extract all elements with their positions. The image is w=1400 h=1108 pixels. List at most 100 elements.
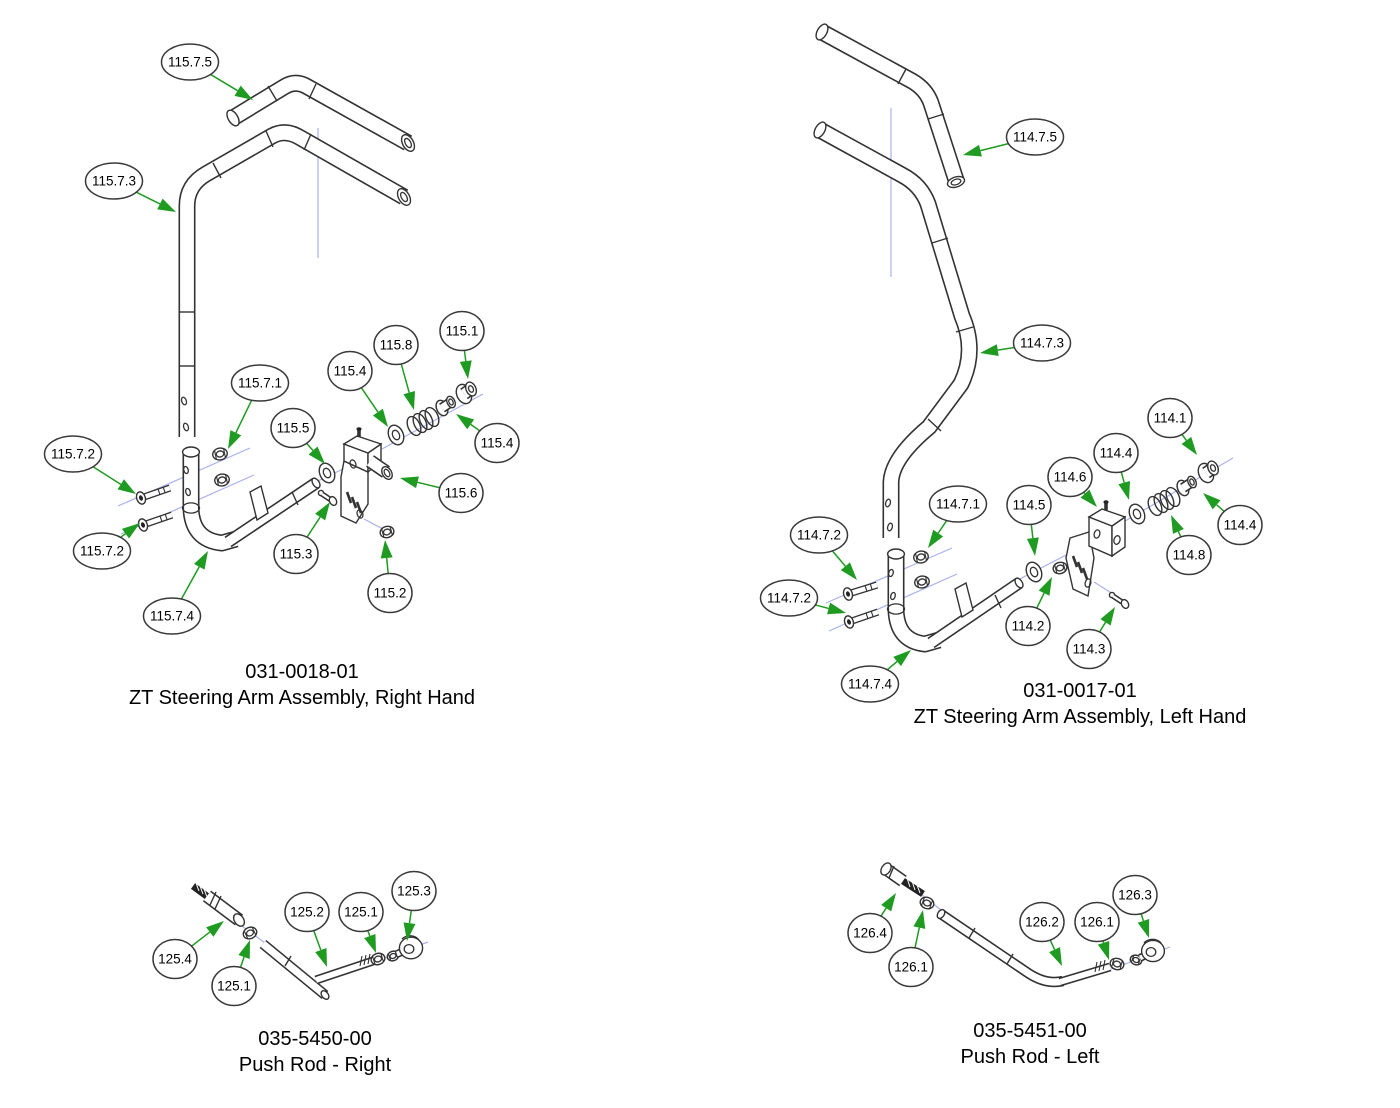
leader-arrow	[360, 387, 379, 413]
callout-bubble	[888, 946, 934, 988]
compression-spring	[1147, 486, 1181, 517]
lock-nut	[379, 525, 395, 539]
callout-label: 114.7.4	[848, 677, 893, 692]
callout-bubble	[1217, 504, 1263, 546]
leader-arrow	[92, 466, 122, 485]
callout-115.7.5: 115.7.5	[160, 43, 253, 100]
part-title: ZT Steering Arm Assembly, Left Hand	[913, 706, 1247, 728]
arrowhead-icon	[881, 893, 896, 912]
steering-arm-left-drawing	[813, 23, 1234, 653]
leader-arrow	[1036, 592, 1045, 609]
title-steering-arm-right: 031-0018-01 ZT Steering Arm Assembly, Ri…	[129, 659, 475, 711]
arrowhead-icon	[1049, 947, 1062, 966]
callout-115.3: 115.3	[273, 502, 330, 575]
steering-arm-tube	[813, 121, 978, 538]
callout-125.3: 125.3	[391, 870, 437, 941]
callout-bubble	[160, 43, 220, 81]
callout-label: 115.4	[481, 436, 514, 451]
leader-arrow	[120, 533, 126, 538]
callout-label: 126.2	[1025, 915, 1059, 930]
callout-label: 115.5	[277, 421, 310, 436]
callout-115.7.2: 115.7.2	[43, 435, 136, 494]
part-number: 035-5451-00	[973, 1020, 1087, 1042]
callout-bubble	[1147, 397, 1193, 439]
callout-125.1: 125.1	[211, 940, 257, 1007]
leader-arrow	[306, 442, 314, 452]
callout-label: 115.3	[280, 547, 313, 562]
arm-key-tab	[249, 484, 269, 522]
steering-arm-right-drawing	[117, 74, 484, 552]
part-number: 035-5450-00	[258, 1028, 372, 1050]
leader-arrow	[815, 604, 829, 610]
callout-bubble	[142, 597, 202, 635]
arrowhead-icon	[1118, 481, 1130, 500]
leader-arrow	[1181, 433, 1187, 441]
pivot-bracket	[1065, 500, 1127, 598]
callout-bubble	[474, 422, 520, 464]
callout-bubble	[327, 350, 373, 392]
callout-bubble	[1019, 901, 1065, 943]
steering-pivot-weldment	[886, 548, 1024, 653]
leader-arrow	[1030, 524, 1034, 539]
callout-bubble	[840, 665, 900, 703]
callout-125.1: 125.1	[338, 891, 384, 953]
arrowhead-icon	[194, 551, 208, 570]
ball-joint-stud	[880, 862, 925, 897]
callout-label: 115.6	[445, 486, 478, 501]
callout-bubble	[367, 572, 413, 614]
callout-label: 115.4	[334, 364, 367, 379]
callout-bubble	[1005, 605, 1051, 647]
bushing	[1176, 475, 1198, 497]
leader-arrow	[937, 520, 948, 534]
title-push-rod-right: 035-5450-00 Push Rod - Right	[239, 1026, 391, 1078]
arrowhead-icon	[1171, 515, 1184, 534]
leader-arrow	[980, 142, 1009, 152]
push-rod-tube	[936, 908, 1112, 988]
flat-washer	[1025, 561, 1043, 583]
callout-114.4: 114.4	[1093, 432, 1139, 500]
callout-126.1: 126.1	[1074, 901, 1120, 960]
jam-nut	[212, 447, 228, 461]
callout-115.5: 115.5	[270, 407, 325, 464]
callout-bubble	[1047, 456, 1093, 498]
callout-114.7.2: 114.7.2	[789, 516, 857, 580]
callout-label: 114.7.2	[797, 528, 841, 543]
leader-arrow	[210, 73, 238, 92]
callout-126.1: 126.1	[888, 910, 934, 988]
callout-label: 125.2	[290, 905, 324, 920]
callout-114.4: 114.4	[1203, 493, 1263, 546]
leader-arrow	[463, 350, 467, 362]
title-push-rod-left: 035-5451-00 Push Rod - Left	[961, 1018, 1100, 1070]
leader-arrow	[470, 423, 481, 432]
callout-bubble	[439, 310, 485, 352]
arrowhead-icon	[963, 144, 982, 157]
callout-115.2: 115.2	[367, 540, 413, 614]
callout-layer: 115.7.5115.7.3115.7.1115.4115.8115.1115.…	[43, 43, 1263, 1007]
callout-bubble	[438, 472, 484, 514]
button-head-screw	[842, 581, 879, 601]
arrowhead-icon	[117, 479, 136, 494]
bushing	[435, 395, 457, 417]
arrowhead-icon	[315, 502, 330, 521]
callout-bubble	[72, 532, 132, 570]
callout-bubble	[270, 407, 316, 449]
handlebar-tube-upper	[226, 74, 416, 152]
flat-washer	[318, 462, 336, 484]
arrowhead-icon	[1080, 489, 1097, 507]
callout-label: 115.7.3	[92, 174, 136, 189]
push-rod-left-drawing	[880, 862, 1171, 988]
arrowhead-icon	[456, 414, 475, 430]
callout-label: 114.7.1	[936, 497, 980, 512]
arrowhead-icon	[840, 562, 857, 580]
pivot-bracket	[340, 427, 393, 524]
button-head-screw	[137, 511, 174, 532]
callout-114.2: 114.2	[1005, 577, 1052, 647]
arrowhead-icon	[206, 921, 224, 937]
callout-bubble	[789, 516, 849, 554]
callout-114.7.4: 114.7.4	[840, 650, 911, 703]
callout-label: 126.1	[894, 960, 928, 975]
callout-label: 115.7.4	[150, 609, 195, 624]
callout-bubble	[1166, 534, 1212, 576]
callout-label: 114.5	[1013, 498, 1046, 513]
leader-arrow	[914, 927, 921, 948]
